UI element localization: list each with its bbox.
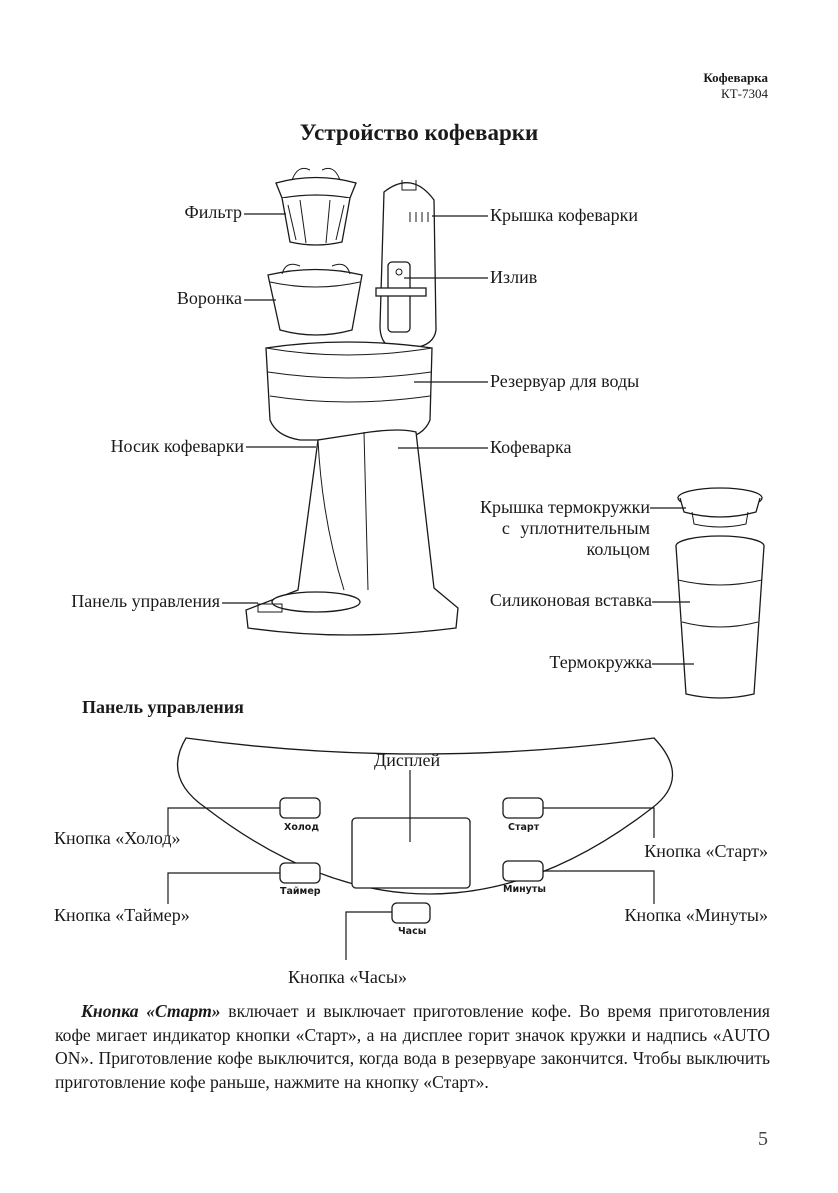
timer-button-shape bbox=[279, 862, 321, 884]
label-mug-lid-line1: Крышка термокружки bbox=[480, 497, 650, 517]
control-panel-diagram bbox=[177, 737, 674, 924]
callout-timer: Кнопка «Таймер» bbox=[54, 905, 190, 925]
callout-start: Кнопка «Старт» bbox=[644, 841, 768, 861]
label-reservoir: Резервуар для воды bbox=[490, 371, 640, 391]
label-coffee-maker: Кофеварка bbox=[490, 437, 572, 457]
label-filter: Фильтр bbox=[184, 202, 242, 222]
label-lid: Крышка кофеварки bbox=[490, 205, 639, 225]
mug-lid-drawing bbox=[677, 487, 763, 528]
reservoir-drawing bbox=[265, 341, 433, 441]
callout-clock: Кнопка «Часы» bbox=[288, 967, 408, 987]
label-spout-nose: Носик кофеварки bbox=[110, 436, 244, 456]
cold-button-text: Холод bbox=[284, 822, 320, 833]
funnel-drawing bbox=[267, 263, 363, 336]
callout-cold: Кнопка «Холод» bbox=[54, 828, 181, 848]
minutes-button-text: Минуты bbox=[503, 884, 546, 895]
display-screen bbox=[351, 817, 471, 889]
filter-drawing bbox=[275, 167, 357, 246]
label-thermo-mug: Термокружка bbox=[549, 652, 652, 672]
label-funnel: Воронка bbox=[176, 288, 242, 308]
page-number: 5 bbox=[758, 1128, 768, 1150]
panel-section-title: Панель управления bbox=[82, 697, 244, 717]
label-mug-lid-line2: с уплотнительным bbox=[501, 518, 650, 538]
panel-leader-lines bbox=[167, 770, 655, 960]
callout-minutes: Кнопка «Минуты» bbox=[624, 905, 768, 925]
label-silicone-insert: Силиконовая вставка bbox=[489, 590, 652, 610]
page-title: Устройство кофеварки bbox=[299, 120, 539, 145]
clock-button-text: Часы bbox=[398, 926, 427, 937]
label-mug-lid-line3: кольцом bbox=[586, 539, 650, 559]
timer-button-text: Таймер bbox=[280, 886, 321, 897]
label-display: Дисплей bbox=[374, 750, 441, 770]
mug-drawing bbox=[675, 535, 765, 699]
header-model: КТ-7304 bbox=[721, 86, 768, 101]
minutes-button-shape bbox=[502, 860, 544, 882]
paragraph-text: включает и выключает приготовление кофе.… bbox=[55, 1001, 770, 1092]
label-outlet: Излив bbox=[490, 267, 538, 287]
paragraph-lead: Кнопка «Старт» bbox=[81, 1001, 221, 1021]
lid-drawing bbox=[375, 180, 437, 349]
coffee-maker-body-drawing bbox=[245, 429, 459, 636]
clock-button-shape bbox=[391, 902, 431, 924]
start-button-shape bbox=[502, 797, 544, 819]
label-control-panel: Панель управления bbox=[71, 591, 220, 611]
start-button-text: Старт bbox=[508, 822, 540, 833]
device-leader-lines bbox=[222, 213, 694, 665]
header-brand: Кофеварка bbox=[703, 70, 768, 85]
body-paragraph: Кнопка «Старт» включает и выключает приг… bbox=[55, 1000, 770, 1094]
cold-button-shape bbox=[279, 797, 321, 819]
